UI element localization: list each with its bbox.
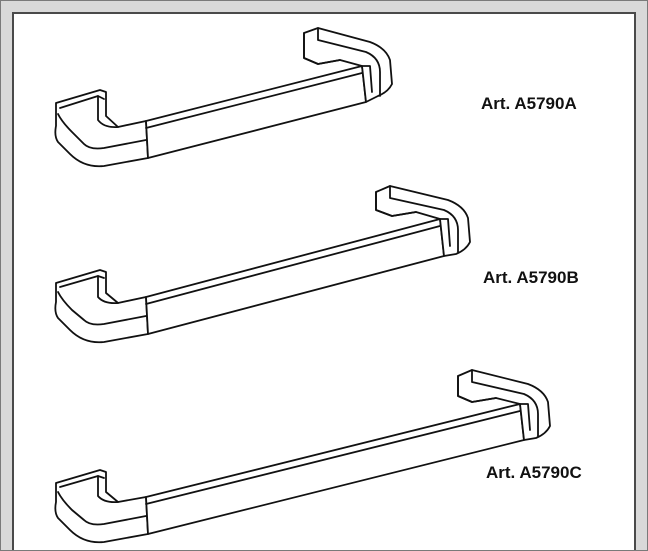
article-label-b: Art. A5790B bbox=[483, 268, 579, 287]
article-label-a: Art. A5790A bbox=[481, 94, 577, 113]
article-label-c: Art. A5790C bbox=[486, 463, 582, 482]
towel-bar-c-drawing bbox=[54, 369, 551, 544]
towel-bar-b-drawing bbox=[54, 185, 471, 344]
towel-bar-a-drawing bbox=[54, 27, 393, 168]
